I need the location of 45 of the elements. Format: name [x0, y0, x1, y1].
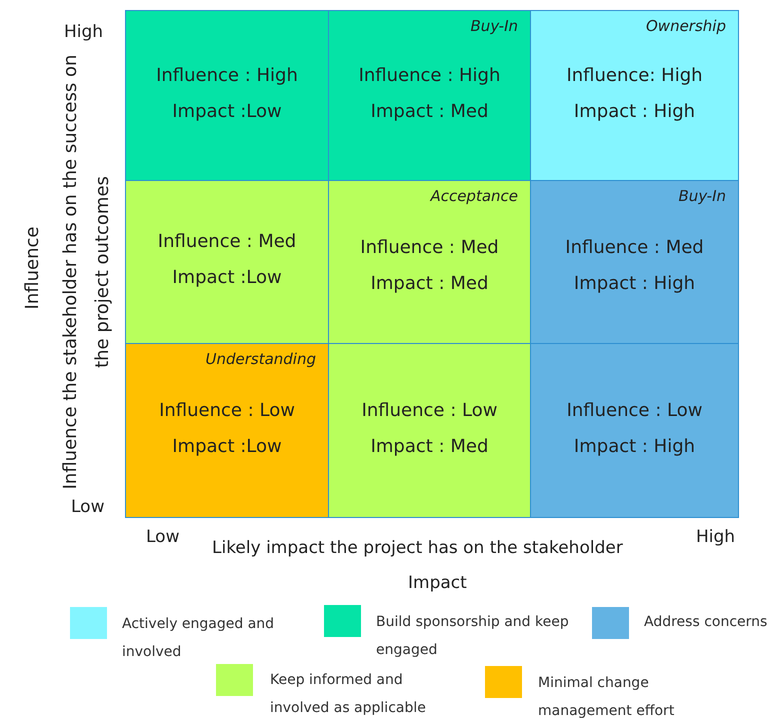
cell-text: Influence : Med — [359, 237, 500, 258]
axis-tick-label: High — [696, 527, 736, 547]
axis-title: Impact — [408, 573, 467, 593]
axis-title: Influence — [21, 226, 44, 312]
matrix-cell — [328, 343, 531, 518]
legend-label: Address concerns — [644, 613, 768, 632]
cell-text: Influence : Med — [564, 237, 705, 258]
axis-tick-label: Low — [146, 527, 180, 547]
quadrant-tag: Understanding — [205, 350, 316, 368]
cell-text: Influence : High — [358, 65, 502, 86]
cell-text: Impact : High — [572, 436, 696, 457]
axis-description: Influence the stakeholder has on the success on the project outcomes — [59, 54, 114, 492]
cell-text: Impact : High — [572, 273, 696, 294]
cell-text: Influence : Med — [156, 231, 298, 252]
cell-text: Impact : Med — [370, 436, 490, 457]
cell-text: Influence : Low — [566, 400, 704, 421]
matrix-cell — [125, 343, 329, 518]
cell-text: Impact : Med — [370, 273, 490, 294]
cell-text: Influence: High — [565, 65, 704, 86]
axis-description: Likely impact the project has on the stakeholder — [212, 538, 623, 558]
matrix-cell — [530, 10, 739, 181]
matrix-cell — [530, 343, 739, 518]
cell-text: Influence : High — [155, 65, 299, 86]
matrix-cell — [125, 180, 329, 344]
legend-label: Actively engaged and involved — [122, 615, 276, 662]
cell-text: Impact : Med — [370, 101, 490, 122]
axis-tick-label: High — [64, 22, 104, 42]
cell-text: Impact :Low — [171, 436, 283, 457]
cell-text: Influence : Low — [158, 400, 296, 421]
quadrant-tag: Buy-In — [470, 17, 518, 35]
legend-label: Minimal change management effort — [538, 674, 676, 718]
cell-text: Impact :Low — [171, 101, 283, 122]
legend-label: Build sponsorship and keep engaged — [376, 613, 570, 660]
matrix-cell — [328, 10, 531, 181]
cell-text: Impact :Low — [171, 267, 283, 288]
matrix-cell — [328, 180, 531, 344]
cell-text: Impact : High — [572, 101, 696, 122]
matrix-cell — [530, 180, 739, 344]
cell-text: Influence : Low — [360, 400, 498, 421]
matrix-cell — [125, 10, 329, 181]
legend-label: Keep informed and involved as applicable — [270, 671, 427, 718]
quadrant-tag: Ownership — [646, 17, 726, 35]
quadrant-tag: Acceptance — [430, 187, 518, 205]
quadrant-tag: Buy-In — [678, 187, 726, 205]
axis-tick-label: Low — [71, 497, 104, 517]
